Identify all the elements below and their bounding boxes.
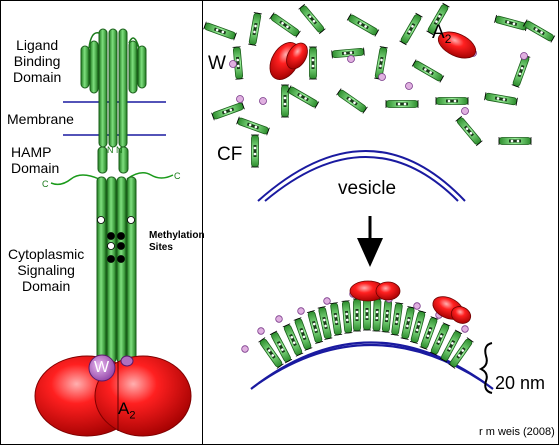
ligand-binding-helices <box>80 28 147 148</box>
vesicle-label: vesicle <box>338 178 397 199</box>
cytoplasmic-signaling-domain-label: Cytoplasmic Signaling Domain <box>8 246 85 295</box>
chew-circle <box>88 354 116 382</box>
right-panel-assembly: W A2 CF vesicle 20 nm r m weis (2008) <box>202 0 559 445</box>
left-panel-receptor: N N C C <box>0 0 205 445</box>
chea-dimer <box>34 355 192 437</box>
chew-partner <box>120 355 134 367</box>
credit-label: r m weis (2008) <box>479 426 555 438</box>
vesicle-assembly-diagram <box>203 2 556 394</box>
cf-label: CF <box>217 144 243 165</box>
cytoplasmic-helices <box>96 176 137 364</box>
free-cf-rods <box>203 2 556 168</box>
chew-label: W <box>94 359 110 376</box>
bound-chea <box>349 280 472 324</box>
free-chea <box>269 31 477 80</box>
chew-label: W <box>208 53 226 74</box>
n-terminus-right: N <box>116 145 123 155</box>
chea-label: A2 <box>118 399 136 422</box>
receptor-diagram: N N C C <box>34 28 192 437</box>
hamp-domain-label: HAMP Domain <box>11 144 60 177</box>
size-brace-icon <box>478 342 493 394</box>
n-terminus-left: N <box>107 145 114 155</box>
ligand-binding-domain-label: Ligand Binding Domain <box>13 37 62 86</box>
chea-label: A2 <box>432 22 452 46</box>
vesicle-inner-arc <box>264 156 459 202</box>
c-terminus-left: C <box>42 179 49 189</box>
c-terminus-right: C <box>174 171 181 181</box>
methylation-sites <box>97 216 135 263</box>
hamp-helices <box>97 146 129 174</box>
membrane-label: Membrane <box>7 111 74 127</box>
c-tail-right <box>126 172 174 180</box>
size-label: 20 nm <box>495 373 546 393</box>
methylation-sites-label: Methylation Sites <box>149 230 205 253</box>
c-tail-left <box>50 174 100 186</box>
vesicle-outer-arc <box>257 150 466 202</box>
arrow-down-icon <box>357 238 383 267</box>
